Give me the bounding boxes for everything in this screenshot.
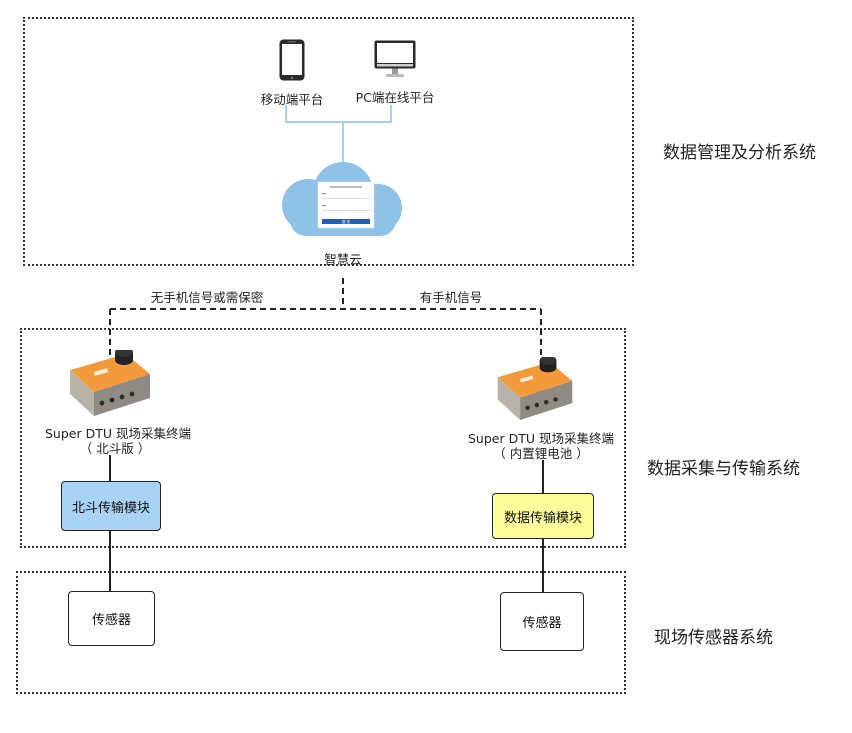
management-zone-label: 数据管理及分析系统 [663, 143, 816, 163]
link-left-label: 无手机信号或需保密 [150, 290, 264, 305]
right-dtu-device-icon [497, 357, 573, 420]
sensor-zone [16, 571, 626, 694]
management-zone [23, 17, 634, 266]
cloud-login-button-text: 登 录 [342, 219, 351, 224]
pc-platform-label: PC端在线平台 [355, 90, 435, 105]
data-transmission-module: 数据传输模块 [492, 493, 594, 539]
pc-monitor-icon [374, 40, 416, 77]
left-sensor-box: 传感器 [68, 591, 155, 646]
acquisition-zone-label: 数据采集与传输系统 [647, 459, 800, 479]
left-terminal-variant: （ 北斗版 ） [79, 441, 151, 456]
right-terminal-name: Super DTU 现场采集终端 [468, 431, 614, 446]
right-terminal-variant: （ 内置锂电池 ） [493, 446, 589, 461]
mobile-platform-label: 移动端平台 [260, 92, 324, 107]
left-dtu-device-icon [70, 350, 150, 416]
mobile-phone-icon [279, 39, 305, 81]
cloud-icon: 登 录 [282, 162, 402, 236]
cloud-label: 智慧云 [324, 252, 362, 267]
acquisition-zone [20, 328, 626, 548]
sensor-zone-label: 现场传感器系统 [654, 628, 773, 648]
right-sensor-box: 传感器 [500, 592, 584, 651]
link-right-label: 有手机信号 [419, 290, 483, 305]
left-terminal-name: Super DTU 现场采集终端 [45, 426, 191, 441]
beidou-transmission-module: 北斗传输模块 [61, 481, 161, 531]
